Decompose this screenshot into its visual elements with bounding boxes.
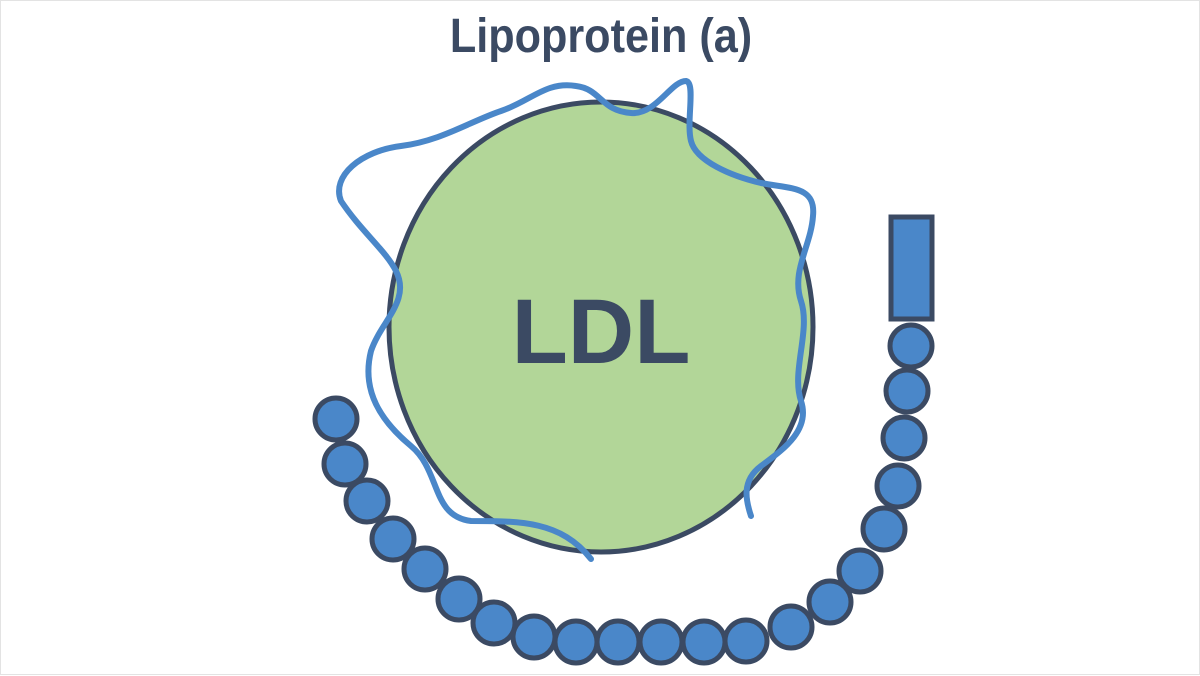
kringle-bead <box>883 367 931 415</box>
kringle-bead <box>552 618 600 666</box>
kringle-bead <box>836 547 884 595</box>
kringle-bead <box>470 599 518 647</box>
kringle-bead <box>887 322 935 370</box>
kringle-bead <box>312 395 360 443</box>
kringle-bead <box>435 575 483 623</box>
ldl-label: LDL <box>512 281 691 383</box>
kringle-bead <box>510 613 558 661</box>
diagram-title: Lipoprotein (a) <box>449 10 753 63</box>
apob100-strand <box>336 78 817 562</box>
kringle-bead <box>594 618 642 666</box>
kringle-bead <box>860 505 908 553</box>
kringle-bead <box>874 462 922 510</box>
kringle-bead <box>321 440 369 488</box>
kringle-bead <box>369 515 417 563</box>
kringle-bead <box>680 618 728 666</box>
kringle-bead <box>401 545 449 593</box>
kringle-bead <box>637 618 685 666</box>
kringle-bead <box>880 414 928 462</box>
apoa-kringle-chain <box>312 322 935 666</box>
kringle-bead <box>767 603 815 651</box>
kringle-bead <box>722 617 770 665</box>
kringle-bead <box>806 578 854 626</box>
kringle-bead <box>343 477 391 525</box>
protease-domain <box>888 214 935 322</box>
